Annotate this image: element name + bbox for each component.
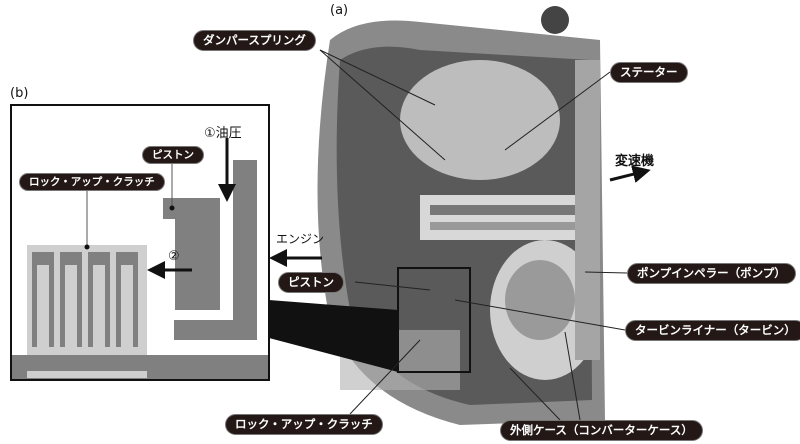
label-piston-a: ピストン [278, 272, 344, 293]
lockup-clutch-detail [10, 104, 270, 381]
torque-converter-cutaway [269, 6, 651, 425]
label-step-2: ② [168, 249, 180, 264]
label-hydraulic-pressure: ①油圧 [204, 126, 242, 141]
label-pump-impeller: ポンプインペラー（ポンプ） [627, 263, 796, 284]
label-turbine-liner: タービンライナー（タービン） [625, 320, 800, 341]
label-damper-spring: ダンパースプリング [193, 30, 316, 51]
label-lockup-clutch-b: ロック・アップ・クラッチ [19, 173, 165, 191]
panel-b-label: (b) [10, 86, 29, 101]
panel-a-label: (a) [330, 3, 349, 18]
label-piston-b: ピストン [142, 146, 204, 164]
label-outer-case: 外側ケース（コンバーターケース） [500, 420, 703, 441]
label-engine: エンジン [276, 232, 325, 246]
zoom-wedge [269, 300, 398, 372]
label-stator: ステーター [610, 62, 688, 83]
label-transmission: 変速機 [615, 154, 655, 169]
label-lockup-clutch-a: ロック・アップ・クラッチ [225, 414, 383, 435]
